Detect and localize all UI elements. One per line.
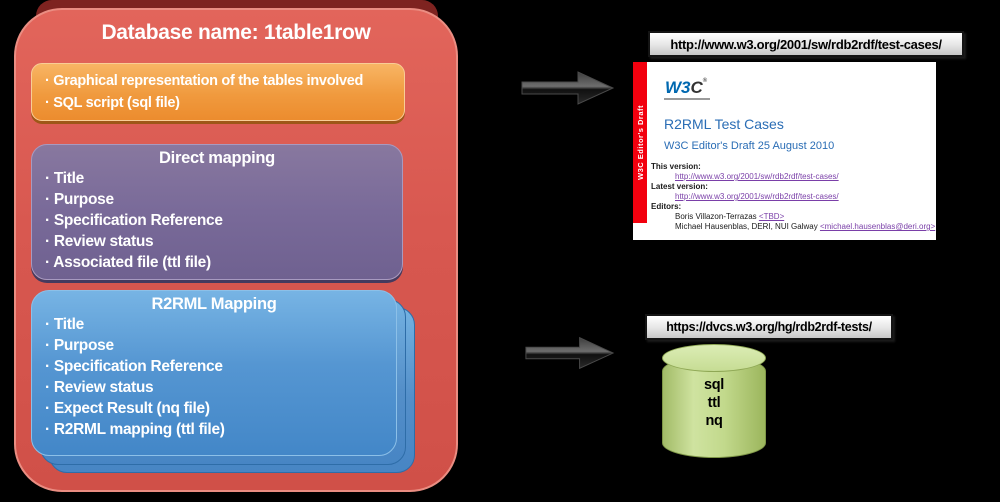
cylinder-file-types: sql ttl nq	[662, 376, 766, 430]
editors-draft-sidebar-label: W3C Editor's Draft	[635, 105, 645, 180]
r2rml-mapping-item: · Expect Result (nq file)	[45, 400, 210, 417]
latest-version-label: Latest version:	[651, 182, 708, 191]
editor-name: Michael Hausenblas, DERI, NUI Galway	[675, 222, 820, 231]
direct-mapping-item: · Purpose	[45, 191, 114, 208]
r2rml-mapping-item: · Title	[45, 316, 84, 333]
cylinder-top	[662, 344, 766, 372]
editor-line: Boris Villazon-Terrazas <TBD>	[651, 212, 935, 222]
database-title: Database name: 1table1row	[101, 21, 371, 44]
direct-mapping-item: · Review status	[45, 233, 154, 250]
direct-mapping-item: · Title	[45, 170, 84, 187]
file-type: nq	[705, 413, 723, 429]
test-cases-url-label: http://www.w3.org/2001/sw/rdb2rdf/test-c…	[648, 31, 964, 57]
file-type: sql	[703, 377, 725, 393]
page-title: R2RML Test Cases	[664, 116, 784, 132]
files-box: · Graphical representation of the tables…	[31, 63, 405, 121]
cylinder-body	[662, 356, 766, 458]
w3c-logo[interactable]: W3C®	[664, 77, 711, 100]
r2rml-mapping-stack: R2RML Mapping · Title · Purpose · Specif…	[31, 290, 435, 484]
page-metadata: This version: http://www.w3.org/2001/sw/…	[651, 162, 935, 232]
database-cylinder: sql ttl nq	[662, 344, 766, 460]
r2rml-mapping-item: · Specification Reference	[45, 358, 223, 375]
direct-mapping-title: Direct mapping	[159, 149, 275, 167]
r2rml-mapping-item: · Review status	[45, 379, 154, 396]
editor-name: Boris Villazon-Terrazas	[675, 212, 759, 221]
file-type: ttl	[707, 395, 721, 411]
editors-draft-sidebar: W3C Editor's Draft	[633, 62, 647, 223]
files-item: · Graphical representation of the tables…	[45, 73, 364, 89]
r2rml-mapping-item: · R2RML mapping (ttl file)	[45, 421, 225, 438]
w3c-page-screenshot: W3C Editor's Draft W3C® R2RML Test Cases…	[633, 62, 936, 240]
repository-url-label: https://dvcs.w3.org/hg/rdb2rdf-tests/	[645, 314, 893, 340]
latest-version-link[interactable]: http://www.w3.org/2001/sw/rdb2rdf/test-c…	[675, 192, 839, 201]
w3c-logo-w3: W3	[665, 78, 691, 97]
page-subtitle: W3C Editor's Draft 25 August 2010	[664, 140, 835, 152]
this-version-link[interactable]: http://www.w3.org/2001/sw/rdb2rdf/test-c…	[675, 172, 839, 181]
arrow-right-icon	[521, 71, 615, 105]
editor-link[interactable]: <TBD>	[758, 212, 785, 221]
direct-mapping-item: · Specification Reference	[45, 212, 223, 229]
this-version-label: This version:	[651, 162, 701, 171]
w3c-logo-c: C	[690, 78, 703, 97]
database-box: Database name: 1table1row · Graphical re…	[14, 8, 458, 492]
files-item: · SQL script (sql file)	[45, 95, 180, 111]
w3c-logo-r: ®	[702, 78, 708, 84]
r2rml-mapping-title: R2RML Mapping	[151, 295, 277, 313]
editors-label: Editors:	[651, 202, 682, 211]
direct-mapping-box: Direct mapping · Title · Purpose · Speci…	[31, 144, 403, 280]
r2rml-mapping-item: · Purpose	[45, 337, 114, 354]
editor-line: Michael Hausenblas, DERI, NUI Galway <mi…	[651, 222, 935, 232]
editor-link[interactable]: <michael.hausenblas@deri.org>	[819, 222, 936, 231]
direct-mapping-item: · Associated file (ttl file)	[45, 254, 211, 271]
arrow-right-icon	[525, 336, 615, 370]
r2rml-mapping-box: R2RML Mapping · Title · Purpose · Specif…	[31, 290, 397, 456]
